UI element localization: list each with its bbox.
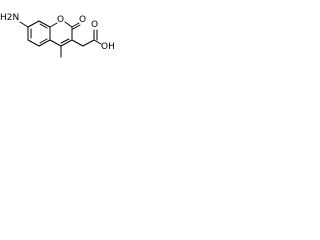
hydroxyl-label: OH: [101, 42, 115, 52]
bond-c8-c8a: [38, 39, 51, 47]
benzene-ring: [27, 20, 51, 47]
ring-oxygen-label: O: [57, 15, 64, 25]
bond-c5-c6: [27, 20, 40, 28]
bond-cooh-oh: [93, 39, 102, 45]
bond-c7-c8: [27, 39, 40, 47]
carbonyl-group: [71, 22, 81, 30]
bond-ch2-cooh: [82, 39, 95, 47]
bond-c4-c4a: [49, 39, 62, 47]
bond-c4a-c5: [38, 20, 51, 28]
double-bond-c3-c4: [60, 38, 70, 44]
amine-label: H2N: [0, 13, 19, 23]
bond-o1-c2: [64, 21, 73, 28]
double-bond-c8-c8a: [39, 38, 48, 44]
acetic-acid-chain: [71, 29, 102, 47]
bond-c8a-o1: [49, 22, 58, 28]
double-bond-c2-o-carbonyl: [72, 24, 81, 30]
carbonyl-oxygen-label: O: [79, 15, 86, 25]
acid-oxygen-label: O: [91, 20, 98, 30]
amine-bond: [19, 21, 29, 28]
bond-c3-c4: [60, 39, 73, 47]
coumarin-acetic-acid-structure: H2N O O O OH: [0, 13, 115, 58]
bond-c2-o-carbonyl: [71, 22, 80, 28]
double-bond-c4a-c5: [39, 23, 48, 29]
pyranone-ring: [49, 21, 73, 47]
bond-c3-ch2: [71, 39, 84, 47]
